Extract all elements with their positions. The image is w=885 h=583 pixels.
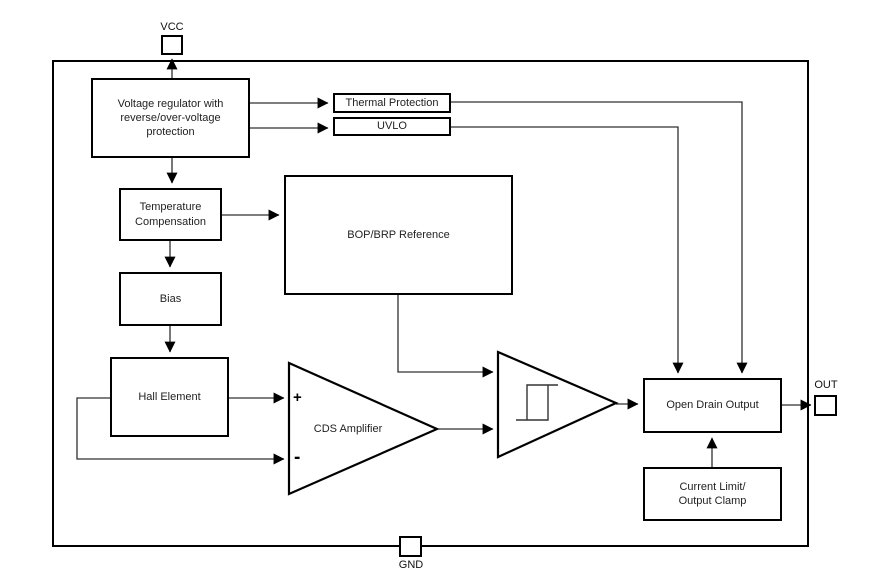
wire-uvlo-to-open-drain xyxy=(451,126,684,374)
block-bias: Bias xyxy=(119,272,222,326)
block-uvlo: UVLO xyxy=(333,117,451,136)
out-pin-label: OUT xyxy=(814,379,838,391)
chip-outline xyxy=(52,60,809,547)
hysteresis-icon xyxy=(516,384,558,421)
cds-amplifier-label: CDS Amplifier xyxy=(313,423,383,435)
wire-thermal-to-open-drain xyxy=(451,101,748,374)
vcc-pin xyxy=(161,35,183,55)
wire-hall-to-minus-input xyxy=(76,397,285,465)
block-hall-element: Hall Element xyxy=(110,357,229,437)
block-voltage-regulator: Voltage regulator with reverse/over-volt… xyxy=(91,78,250,158)
plus-input-label: + xyxy=(293,389,302,406)
cds-amplifier-triangle xyxy=(287,361,440,496)
block-open-drain-output: Open Drain Output xyxy=(643,378,782,433)
minus-input-label: - xyxy=(294,447,301,468)
wire-bop-brp-to-schmitt xyxy=(397,295,494,378)
block-current-limit-output-clamp: Current Limit/ Output Clamp xyxy=(643,467,782,521)
block-thermal-protection: Thermal Protection xyxy=(333,93,451,113)
schmitt-trigger-triangle xyxy=(496,350,619,459)
block-temperature-compensation: Temperature Compensation xyxy=(119,188,222,241)
block-bop-brp-reference: BOP/BRP Reference xyxy=(284,175,513,295)
gnd-pin xyxy=(399,536,422,557)
vcc-pin-label: VCC xyxy=(160,21,184,33)
out-pin xyxy=(814,395,837,416)
gnd-pin-label: GND xyxy=(398,559,424,571)
